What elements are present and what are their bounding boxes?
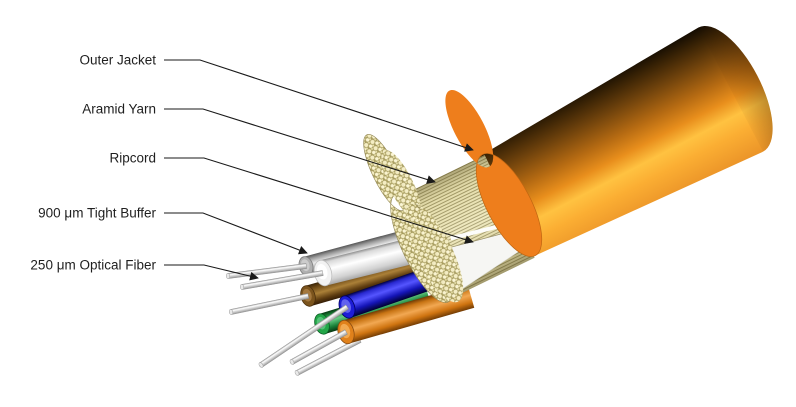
bare-fiber-orange bbox=[289, 329, 348, 365]
label-outer-jacket: Outer Jacket bbox=[79, 53, 156, 68]
outer-jacket-endcap-shade bbox=[698, 25, 773, 152]
outer-jacket-body bbox=[476, 25, 773, 257]
leader-line-ripcord bbox=[164, 157, 474, 244]
bare-fiber-white bbox=[240, 270, 324, 290]
bare-fiber-brown bbox=[228, 293, 310, 315]
leader-line-optical-fiber bbox=[164, 264, 259, 281]
leader-line-outer-jacket bbox=[164, 59, 474, 152]
label-tight-buffer: 900 μm Tight Buffer bbox=[38, 206, 156, 221]
bare-fiber-slate bbox=[226, 263, 307, 279]
label-ripcord: Ripcord bbox=[109, 151, 156, 166]
leader-line-aramid-yarn bbox=[164, 108, 436, 184]
label-optical-fiber: 250 μm Optical Fiber bbox=[30, 258, 156, 273]
label-aramid-yarn: Aramid Yarn bbox=[82, 102, 156, 117]
bare-fiber-green bbox=[294, 337, 362, 376]
leader-line-tight-buffer bbox=[164, 212, 308, 255]
bare-fiber-blue bbox=[258, 304, 349, 368]
